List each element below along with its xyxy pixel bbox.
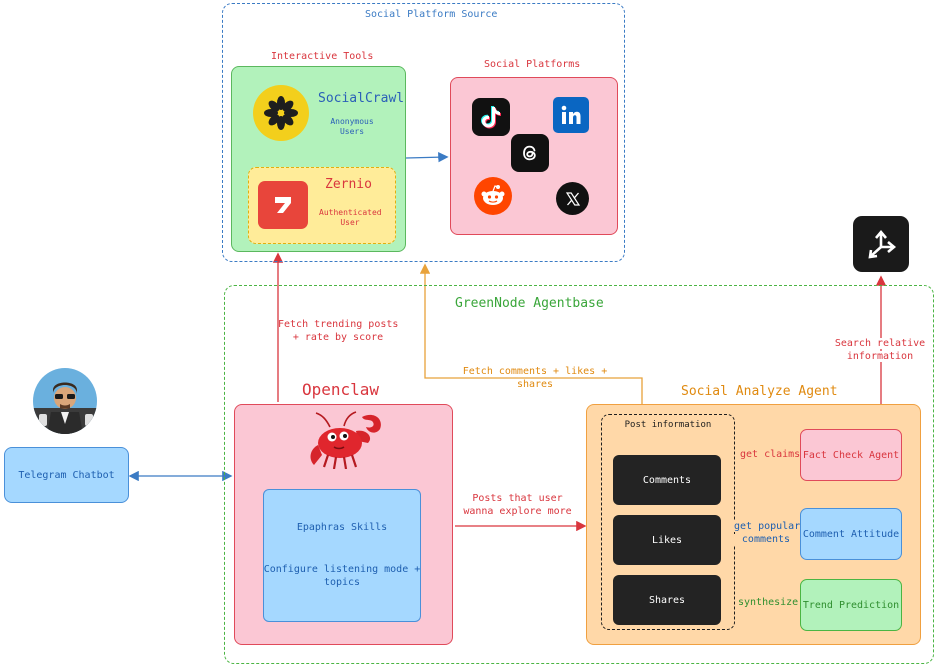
trend-prediction-node: Trend Prediction bbox=[800, 579, 902, 631]
search-relative-label-1: Search relative bbox=[830, 338, 930, 349]
shares-node: Shares bbox=[613, 575, 721, 625]
threads-icon bbox=[511, 134, 549, 172]
agentbase-group bbox=[224, 285, 934, 664]
telegram-avatar-icon bbox=[33, 368, 97, 434]
posts-explore-label-1: Posts that user bbox=[472, 493, 563, 504]
fetch-comments-label-1: Fetch comments + likes + bbox=[460, 366, 610, 377]
edge-fetch-comments bbox=[419, 263, 643, 404]
social-platform-source-title: Social Platform Source bbox=[365, 9, 498, 20]
zernio-sub2: User bbox=[340, 218, 360, 227]
telegram-chatbot-label: Telegram Chatbot bbox=[18, 469, 115, 481]
zernio-name: Zernio bbox=[325, 177, 372, 192]
tiktok-icon bbox=[472, 98, 510, 136]
search-tool-icon bbox=[853, 216, 909, 272]
likes-node: Likes bbox=[613, 515, 721, 565]
socialcrawl-logo-icon bbox=[253, 85, 309, 141]
socialcrawl-sub2: Users bbox=[339, 127, 365, 136]
zernio-logo-icon bbox=[258, 181, 308, 229]
skills-line-2: topics bbox=[323, 577, 361, 588]
skills-title: Epaphras Skills bbox=[296, 522, 388, 533]
posts-explore-label-2: wanna explore more bbox=[463, 506, 572, 517]
socialcrawl-sub1: Anonymous bbox=[330, 117, 374, 126]
shares-label: Shares bbox=[648, 594, 686, 606]
get-claims-label: get claims bbox=[740, 449, 801, 460]
reddit-icon bbox=[474, 177, 512, 215]
likes-label: Likes bbox=[651, 534, 683, 546]
fetch-comments-label-2: shares bbox=[516, 379, 554, 390]
fact-check-agent-node: Fact Check Agent bbox=[800, 429, 902, 481]
post-information-title: Post information bbox=[624, 420, 712, 430]
agentbase-title: GreenNode Agentbase bbox=[455, 296, 604, 311]
skills-line-1: Configure listening mode + bbox=[263, 564, 421, 575]
edge-tools-to-platforms bbox=[405, 151, 449, 163]
epaphras-skills-box bbox=[263, 489, 421, 622]
telegram-chatbot-node: Telegram Chatbot bbox=[4, 447, 129, 503]
interactive-tools-title: Interactive Tools bbox=[271, 51, 374, 62]
linkedin-icon bbox=[553, 97, 589, 133]
fetch-trending-label-1: Fetch trending posts bbox=[278, 319, 399, 330]
fact-check-agent-label: Fact Check Agent bbox=[802, 449, 900, 461]
zernio-sub1: Authenticated bbox=[319, 208, 382, 217]
comment-attitude-node: Comment Attitude bbox=[800, 508, 902, 560]
synthesize-label: synthesize bbox=[738, 597, 799, 608]
comments-node: Comments bbox=[613, 455, 721, 505]
social-platforms-title: Social Platforms bbox=[484, 59, 581, 70]
lobster-icon bbox=[304, 409, 388, 469]
get-popular-label-2: comments bbox=[734, 534, 798, 545]
trend-prediction-label: Trend Prediction bbox=[802, 599, 900, 611]
social-platform-source-group bbox=[222, 3, 625, 262]
x-icon bbox=[556, 182, 589, 215]
search-relative-label-2: information bbox=[830, 351, 930, 362]
fetch-trending-label-2: + rate by score bbox=[292, 332, 384, 343]
comment-attitude-label: Comment Attitude bbox=[802, 528, 900, 540]
social-analyze-title: Social Analyze Agent bbox=[681, 384, 838, 399]
get-popular-label-1: get popular bbox=[734, 521, 801, 532]
socialcrawl-name: SocialCrawl bbox=[318, 91, 405, 106]
openclaw-title: Openclaw bbox=[302, 380, 380, 399]
comments-label: Comments bbox=[642, 474, 692, 486]
